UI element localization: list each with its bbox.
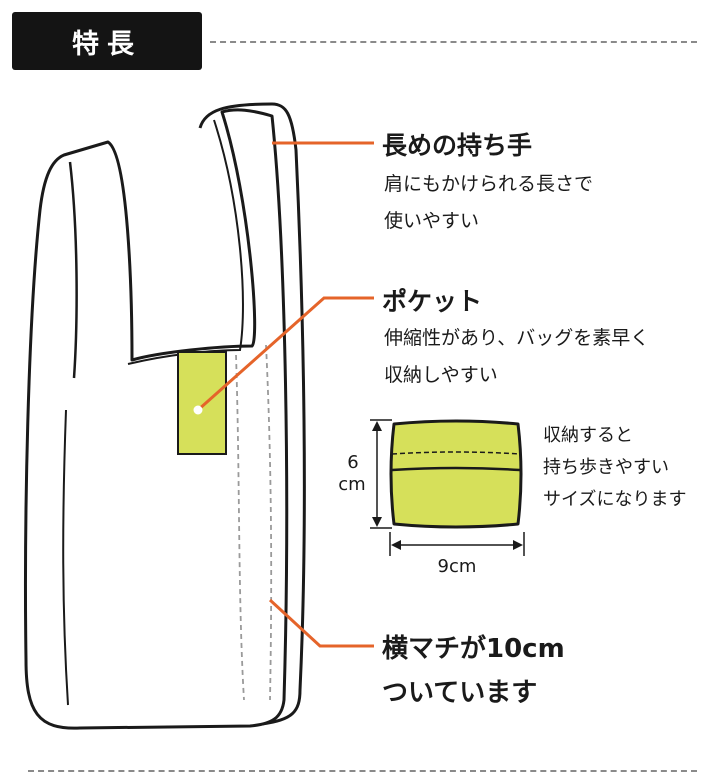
header-divider [210, 41, 697, 43]
pocket-panel [177, 351, 227, 455]
handle-inner-edge [127, 119, 244, 365]
width-arrow-right [513, 540, 523, 550]
folded-pouch-seam [391, 451, 521, 455]
section-title-tag: 特長 [12, 12, 202, 70]
pocket-leader-line [197, 296, 374, 412]
handle-feature-desc-2: 使いやすい [384, 210, 480, 232]
gusset-stitch-line-2 [265, 344, 273, 701]
height-unit: cm [338, 474, 366, 495]
folded-pouch [389, 419, 523, 529]
bag-front-panel [24, 108, 289, 730]
pocket-feature-desc-1: 伸縮性があり、バッグを素早く [384, 327, 650, 349]
height-arrow-down [372, 517, 382, 527]
footer-divider [28, 770, 697, 772]
folded-desc-2: 持ち歩きやすい [543, 457, 669, 478]
width-label: 9cm [437, 556, 477, 577]
gusset-feature-line-1: 横マチが10cm [382, 634, 565, 664]
pocket-feature-title: ポケット [382, 287, 483, 316]
handle-feature-desc-1: 肩にもかけられる長さで [384, 173, 594, 195]
height-arrow-up [372, 421, 382, 431]
pocket-leader-dot [193, 405, 203, 415]
gusset-stitch-line [235, 354, 245, 701]
left-handle-seam [68, 161, 78, 379]
folded-desc-1: 収納すると [543, 425, 633, 446]
pocket-feature-desc-2: 収納しやすい [384, 364, 498, 386]
height-value: 6 [347, 452, 359, 473]
folded-desc-3: サイズになります [543, 489, 687, 510]
handle-feature-title: 長めの持ち手 [382, 131, 533, 160]
section-title: 特長 [72, 28, 142, 60]
gusset-feature-line-2: ついています [382, 678, 538, 708]
width-arrow-left [391, 540, 401, 550]
folded-pouch-flap [391, 466, 521, 472]
gusset-leader-line [268, 598, 374, 648]
side-fold-line [62, 409, 69, 706]
